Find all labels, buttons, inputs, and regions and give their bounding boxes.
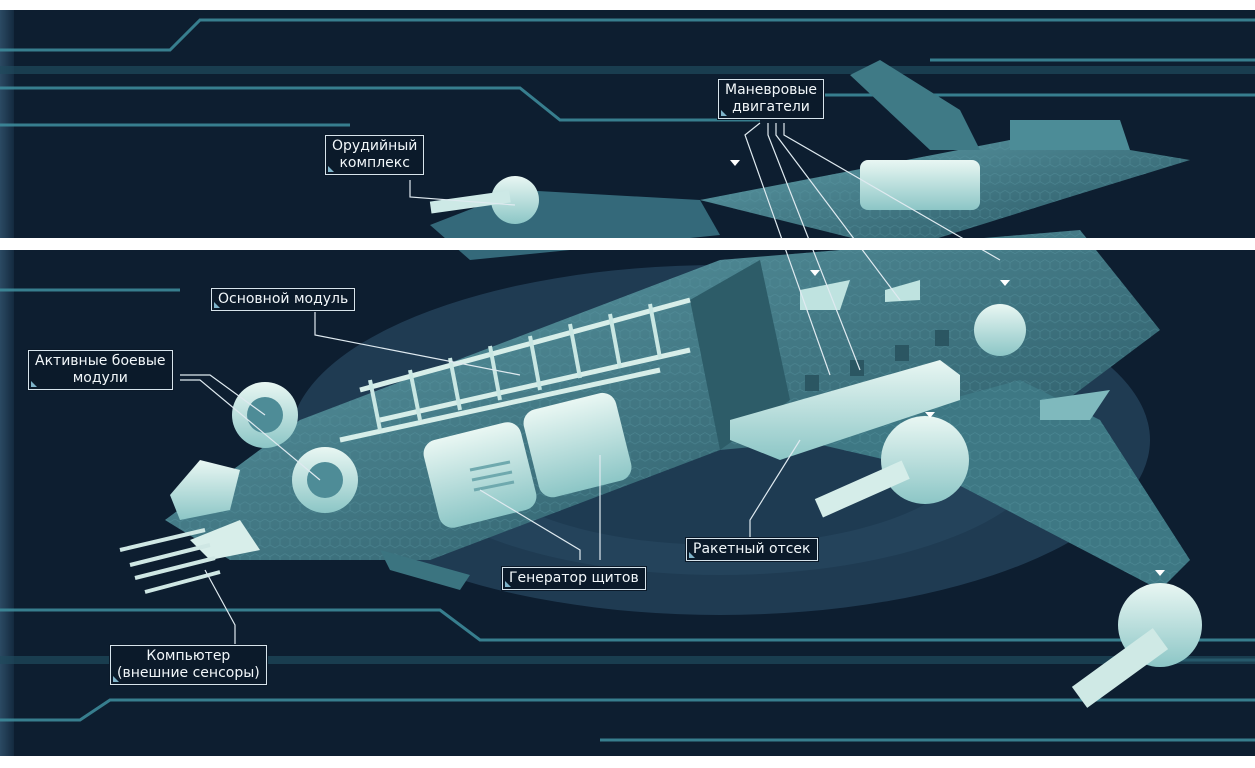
label-line: Основной модуль (218, 291, 349, 307)
label-combat-modules: Активные боевые модули (28, 350, 173, 390)
label-line: (внешние сенсоры) (117, 665, 260, 681)
label-line: Активные боевые (35, 353, 166, 369)
label-weapon-complex: Орудийный комплекс (325, 135, 425, 175)
label-shield-generator: Генератор щитов (502, 567, 646, 590)
ship-artwork-top (0, 10, 1255, 238)
label-line: Маневровые (725, 82, 818, 98)
canvas-panel-top (0, 10, 1255, 238)
label-line: Генератор щитов (509, 570, 639, 586)
label-line: Ракетный отсек (693, 541, 811, 557)
label-line: Компьютер (146, 648, 231, 664)
label-line: двигатели (732, 99, 810, 115)
label-main-module: Основной модуль (211, 288, 356, 311)
label-line: комплекс (339, 155, 410, 171)
label-computer: Компьютер (внешние сенсоры) (110, 645, 267, 685)
label-missile-bay: Ракетный отсек (686, 538, 818, 561)
label-line: модули (72, 370, 128, 386)
label-line: Орудийный (332, 138, 418, 154)
canvas-edge-left-bottom (0, 250, 14, 756)
label-maneuver-engines: Маневровые двигатели (718, 79, 825, 119)
